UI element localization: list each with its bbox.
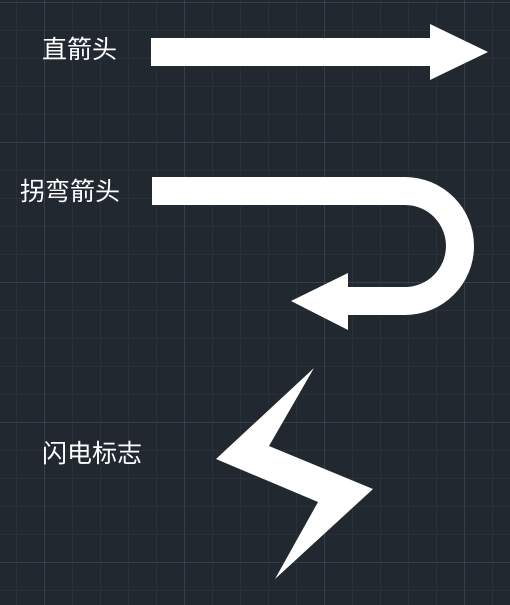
straight-arrow-icon[interactable] xyxy=(151,24,488,80)
lightning-bolt-icon[interactable] xyxy=(216,368,373,579)
straight-arrow-label: 直箭头 xyxy=(42,35,118,64)
u-turn-arrow-icon[interactable] xyxy=(152,177,474,330)
lightning-label: 闪电标志 xyxy=(42,439,143,468)
bent-arrow-label: 拐弯箭头 xyxy=(20,177,121,206)
